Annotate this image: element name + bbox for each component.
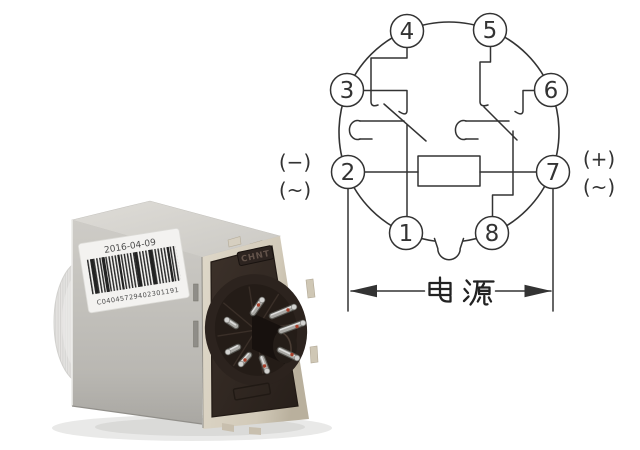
fixed-contact-from-pin5	[479, 45, 492, 107]
contact-symbol-right	[454, 45, 536, 218]
terminal-label-ac-left: (~)	[279, 178, 311, 202]
terminal-label-ac-right: (~)	[583, 175, 615, 199]
pin-terminal-3: 3	[329, 72, 365, 108]
relay-pin	[276, 346, 301, 362]
socket-outline-circle	[338, 21, 560, 243]
pin-number-1: 1	[399, 221, 414, 247]
panel-emboss	[232, 382, 272, 401]
fixed-contact-from-pin6	[514, 89, 536, 115]
pin-terminal-8: 8	[474, 215, 510, 251]
frame-tabs-side	[222, 278, 319, 435]
product-photo: 2016-04-09 C04045729402301191	[52, 200, 332, 441]
pin-number-5: 5	[483, 18, 498, 44]
pin-terminal-5: 5	[472, 12, 508, 48]
fixed-contact-from-pin4	[370, 46, 408, 107]
keyway-notch	[433, 236, 465, 261]
pin-circle-1	[388, 215, 424, 251]
pin-circle-6	[533, 72, 569, 108]
relay-pin	[249, 296, 266, 317]
armature-symbol-left	[348, 119, 361, 141]
brand-plate: CHNT	[236, 245, 275, 267]
pin-terminal-4: 4	[389, 13, 425, 49]
arrowhead-left	[350, 284, 377, 298]
pin-number-4: 4	[400, 19, 415, 45]
bottom-edge	[71, 405, 203, 425]
relay-pin	[223, 316, 240, 330]
relay-pin	[268, 303, 298, 320]
relay-pin	[224, 343, 242, 356]
fixed-contact-from-pin3	[362, 89, 408, 115]
barcode-label: 2016-04-09 C04045729402301191	[78, 228, 190, 314]
movable-arm-right	[483, 106, 518, 141]
pin-terminals: 1 2 3 4 5 6 7	[329, 12, 571, 251]
pin-terminal-6: 6	[533, 72, 569, 108]
terminal-label-negative: (−)	[279, 150, 311, 174]
arrowhead-right	[524, 284, 552, 298]
pin-circle-3	[329, 72, 365, 108]
frame-seam	[201, 256, 204, 429]
terminal-label-positive: (+)	[583, 147, 615, 171]
arm-wire-to-pin8	[491, 130, 514, 218]
pin-number-2: 2	[341, 160, 356, 186]
glyph-dian	[428, 276, 452, 303]
pin-terminal-1: 1	[388, 215, 424, 251]
pin-number-7: 7	[546, 160, 561, 186]
power-supply-label	[428, 276, 495, 306]
movable-arm-left	[383, 103, 427, 142]
armature-symbol-right	[454, 119, 467, 141]
terminal-labels: (−) (~) (+) (~)	[279, 147, 615, 202]
pin-number-8: 8	[485, 221, 500, 247]
wiring-diagram: 1 2 3 4 5 6 7	[279, 12, 615, 312]
relay-pin	[237, 351, 253, 368]
pin-terminal-2: 2	[330, 154, 366, 190]
pin-terminal-7: 7	[535, 154, 571, 190]
barcode	[86, 245, 181, 295]
pin-circle-4	[389, 13, 425, 49]
pin-number-3: 3	[340, 78, 355, 104]
glyph-yuan	[462, 279, 495, 306]
pin-circle-8	[474, 215, 510, 251]
coil-symbol	[363, 155, 538, 187]
power-supply-callout	[347, 187, 554, 312]
relay-pin	[277, 319, 307, 335]
contact-symbol-left	[348, 46, 427, 218]
relay-pins	[223, 296, 307, 375]
relay-pin	[258, 354, 271, 375]
pin-circle-5	[472, 12, 508, 48]
pin-number-6: 6	[544, 78, 559, 104]
latch-slots	[193, 283, 199, 348]
